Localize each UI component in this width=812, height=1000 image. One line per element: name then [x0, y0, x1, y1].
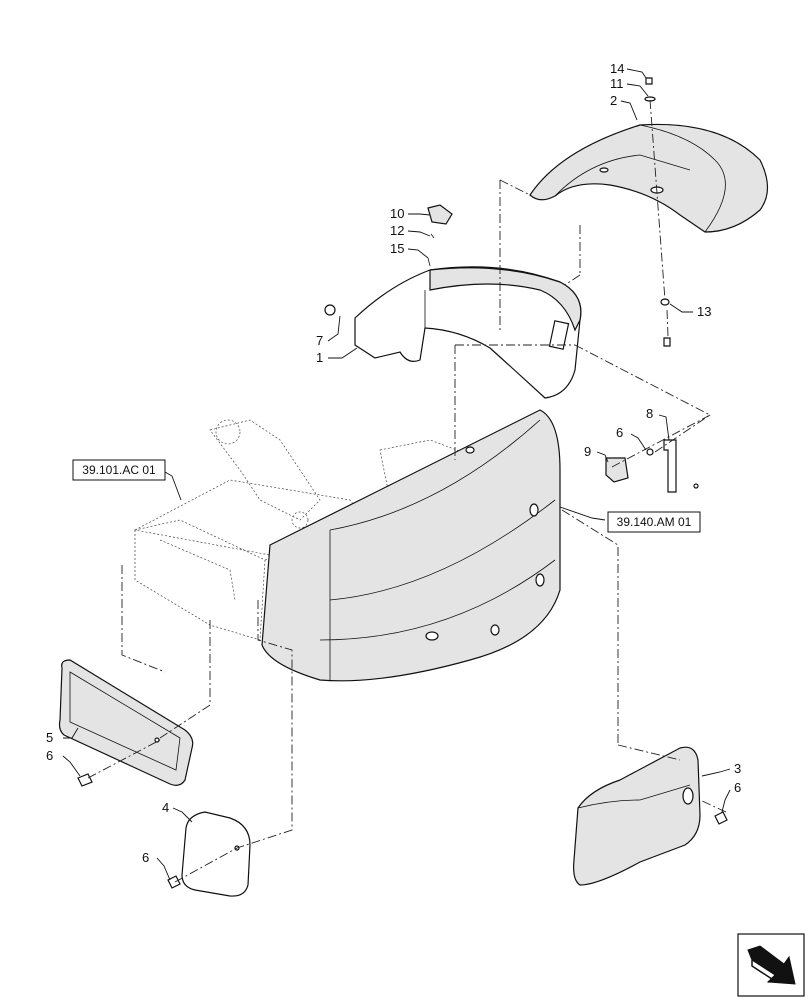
fasteners [77, 77, 728, 889]
callout-10: 10 [390, 206, 404, 221]
callout-13: 13 [697, 304, 711, 319]
callout-15: 15 [390, 241, 404, 256]
callout-14: 14 [610, 61, 624, 76]
arrow-icon[interactable] [737, 933, 805, 997]
part-10-clip [427, 204, 453, 267]
callout-9: 9 [584, 444, 591, 459]
callout-2: 2 [610, 93, 617, 108]
leader-lines [62, 68, 731, 881]
counterweight-body [261, 409, 561, 682]
reference-right-label: 39.140.AM 01 [617, 515, 692, 529]
callout-12: 12 [390, 223, 404, 238]
callout-5: 5 [46, 730, 53, 745]
reference-right[interactable]: 39.140.AM 01 [607, 511, 701, 533]
reference-left[interactable]: 39.101.AC 01 [72, 459, 166, 481]
callout-3: 3 [734, 761, 741, 776]
callout-4: 4 [162, 800, 169, 815]
callout-8: 8 [646, 406, 653, 421]
callout-6-side: 6 [142, 850, 149, 865]
part-1-inner-fender [354, 266, 582, 399]
part-3-end-cap [573, 746, 701, 886]
part-8-9-bracket [605, 439, 699, 493]
callout-6-cap: 6 [734, 780, 741, 795]
part-5-rear-panel [58, 659, 194, 786]
callout-labels: 14 11 2 10 12 15 13 7 1 8 6 9 5 6 4 6 3 … [46, 61, 741, 865]
callout-11: 11 [610, 76, 624, 91]
part-4-side-plate [181, 811, 251, 897]
reference-left-label: 39.101.AC 01 [82, 463, 156, 477]
callout-6-bracket: 6 [616, 425, 623, 440]
callout-7: 7 [316, 333, 323, 348]
part-2-fender-cover [529, 123, 769, 233]
callout-1: 1 [316, 350, 323, 365]
callout-6-rear: 6 [46, 748, 53, 763]
assembly-lines [87, 99, 727, 883]
